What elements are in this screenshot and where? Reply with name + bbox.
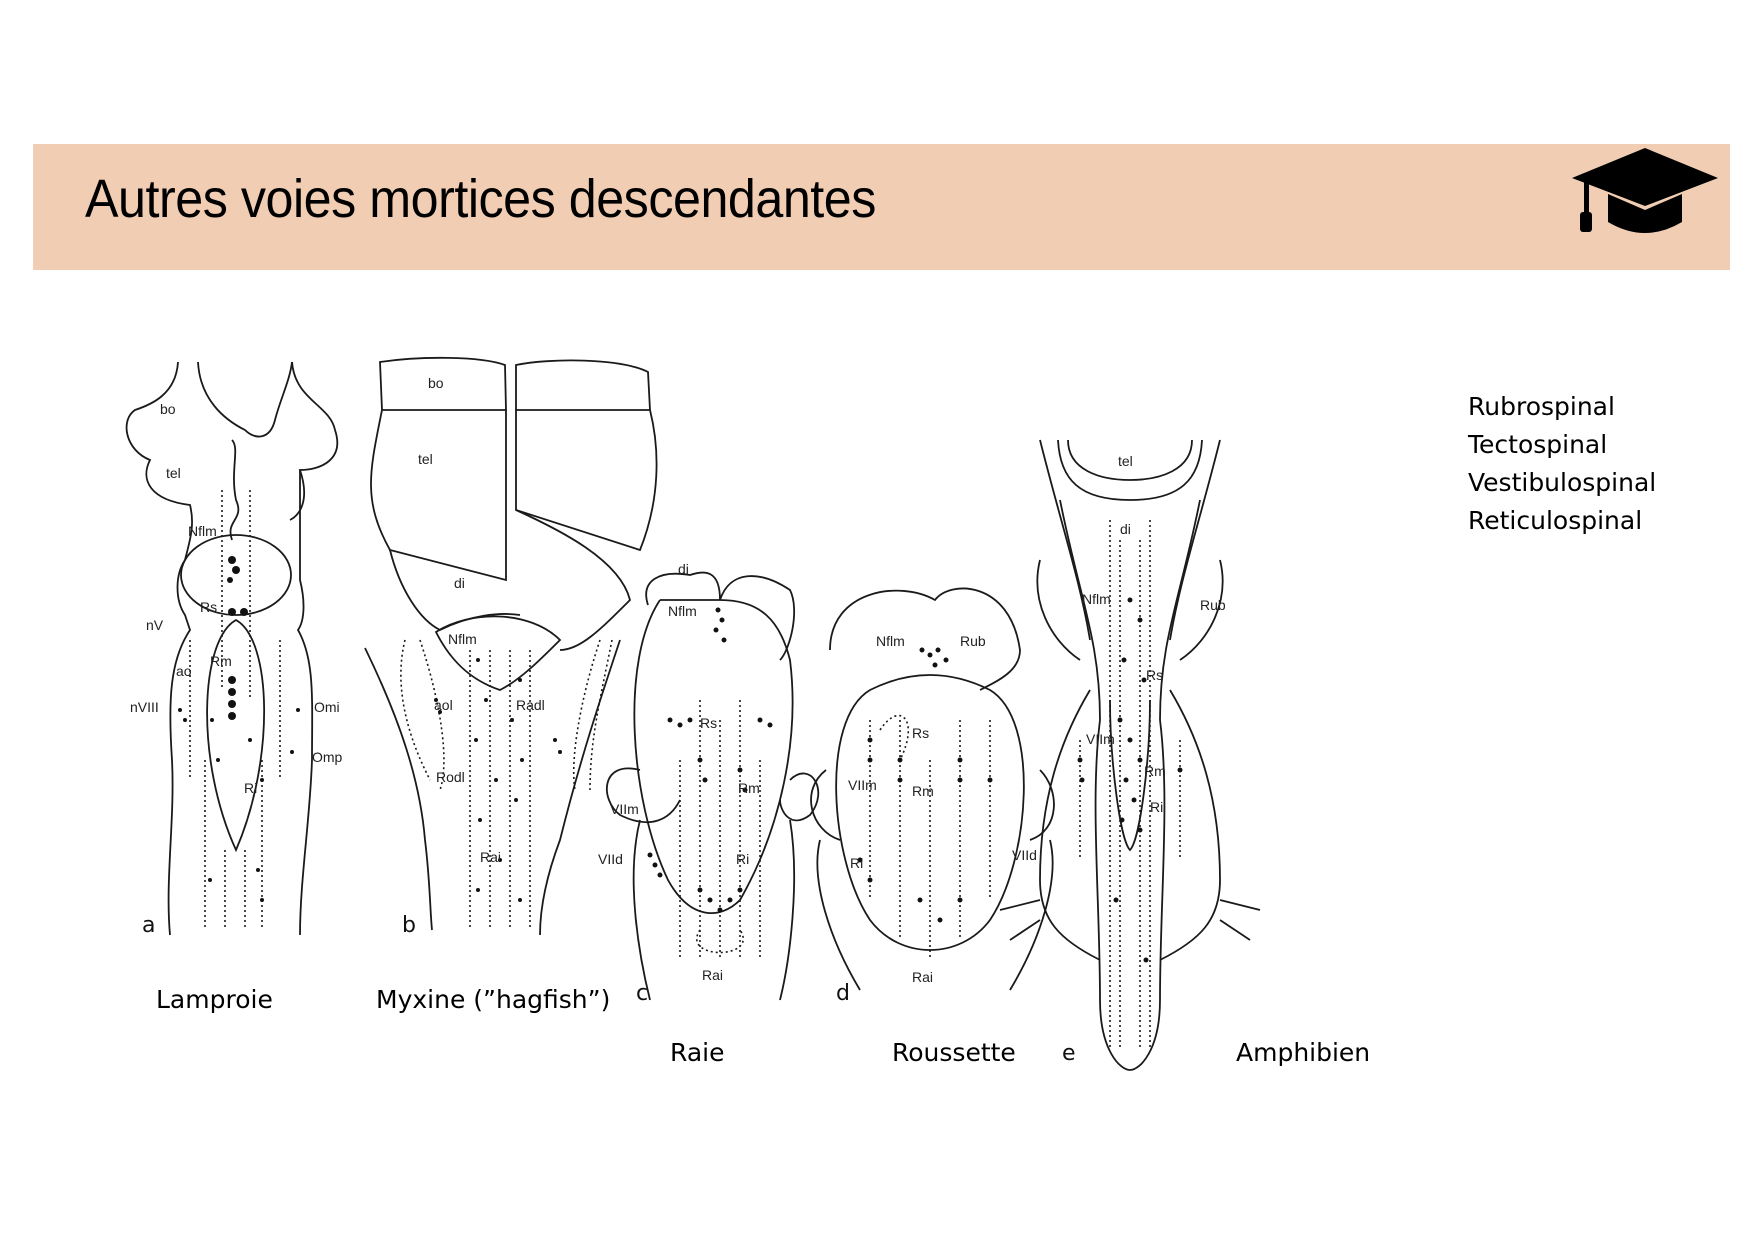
svg-text:Rm: Rm bbox=[738, 780, 760, 796]
svg-text:Nflm: Nflm bbox=[668, 603, 697, 619]
svg-text:Ri: Ri bbox=[244, 780, 257, 796]
svg-text:b: b bbox=[402, 913, 416, 938]
panel-b-hagfish-drawing: bo tel di Nflm aol Radl Rodl Rai b bbox=[364, 356, 658, 938]
svg-text:Rm: Rm bbox=[1144, 763, 1166, 779]
svg-text:Ri: Ri bbox=[736, 851, 749, 867]
svg-text:Radl: Radl bbox=[516, 697, 545, 713]
svg-text:VIIm: VIIm bbox=[1086, 731, 1115, 747]
slide-title: Autres voies mortices descendantes bbox=[85, 169, 876, 229]
svg-text:tel: tel bbox=[166, 465, 181, 481]
svg-text:di: di bbox=[678, 561, 689, 577]
svg-text:c: c bbox=[636, 981, 648, 1006]
caption-myxine: Myxine (”hagfish”) bbox=[376, 985, 611, 1014]
panel-d-dogfish-drawing: Nflm Rub Rs Rm VIIm Ri VIId Rai d bbox=[810, 587, 1055, 1006]
svg-text:Rs: Rs bbox=[912, 725, 929, 741]
svg-text:nV: nV bbox=[146, 617, 164, 633]
svg-text:VIIm: VIIm bbox=[848, 777, 877, 793]
caption-amphibien: Amphibien bbox=[1236, 1038, 1371, 1067]
svg-text:Omi: Omi bbox=[314, 699, 340, 715]
pathway-item: Vestibulospinal bbox=[1468, 468, 1657, 497]
svg-text:Nflm: Nflm bbox=[876, 633, 905, 649]
header-band: Autres voies mortices descendantes bbox=[33, 144, 1730, 270]
svg-text:Rm: Rm bbox=[912, 783, 934, 799]
svg-text:Rai: Rai bbox=[480, 849, 501, 865]
pathway-list: Rubrospinal Tectospinal Vestibulospinal … bbox=[1468, 388, 1656, 540]
panel-c-ray-drawing: di Nflm Rs Rm VIIm VIId Ri Rai c bbox=[598, 561, 820, 1006]
svg-text:tel: tel bbox=[418, 451, 433, 467]
svg-text:Rub: Rub bbox=[960, 633, 986, 649]
svg-text:tel: tel bbox=[1118, 453, 1133, 469]
svg-text:di: di bbox=[1120, 521, 1131, 537]
svg-text:Rm: Rm bbox=[210, 653, 232, 669]
graduation-cap-icon bbox=[1572, 148, 1718, 233]
svg-text:Ri: Ri bbox=[1150, 799, 1163, 815]
svg-text:aol: aol bbox=[434, 697, 453, 713]
svg-text:e: e bbox=[1062, 1041, 1076, 1066]
svg-text:Nflm: Nflm bbox=[448, 631, 477, 647]
svg-text:Rub: Rub bbox=[1200, 597, 1226, 613]
svg-text:Rs: Rs bbox=[700, 715, 717, 731]
svg-text:bo: bo bbox=[160, 401, 176, 417]
svg-text:Nflm: Nflm bbox=[188, 523, 217, 539]
svg-text:Rs: Rs bbox=[1146, 667, 1163, 683]
caption-raie: Raie bbox=[670, 1038, 725, 1067]
pathway-item: Reticulospinal bbox=[1468, 506, 1643, 535]
pathway-item: Rubrospinal bbox=[1468, 392, 1615, 421]
svg-text:nVIII: nVIII bbox=[130, 699, 159, 715]
caption-roussette: Roussette bbox=[892, 1038, 1016, 1067]
caption-lamproie: Lamproie bbox=[156, 985, 273, 1014]
pathway-item: Tectospinal bbox=[1468, 430, 1608, 459]
svg-text:Omp: Omp bbox=[312, 749, 343, 765]
svg-text:a: a bbox=[142, 913, 155, 938]
svg-text:ao: ao bbox=[176, 663, 192, 679]
svg-text:Rai: Rai bbox=[912, 969, 933, 985]
svg-text:di: di bbox=[454, 575, 465, 591]
panel-e-amphibian-drawing: tel di Nflm Rub Rs VIIm Rm Ri e bbox=[999, 439, 1261, 1071]
svg-text:Rs: Rs bbox=[200, 599, 217, 615]
svg-text:d: d bbox=[836, 981, 850, 1006]
panel-a-lamprey-drawing: bo tel Nflm Rs nV Rm ao nVIII Omi Omp Ri… bbox=[125, 361, 343, 938]
svg-text:VIId: VIId bbox=[598, 851, 623, 867]
svg-text:Rodl: Rodl bbox=[436, 769, 465, 785]
svg-text:VIIm: VIIm bbox=[610, 801, 639, 817]
svg-text:VIId: VIId bbox=[1012, 847, 1037, 863]
svg-text:Rai: Rai bbox=[702, 967, 723, 983]
svg-text:Ri: Ri bbox=[850, 855, 863, 871]
svg-text:Nflm: Nflm bbox=[1082, 591, 1111, 607]
svg-text:bo: bo bbox=[428, 375, 444, 391]
